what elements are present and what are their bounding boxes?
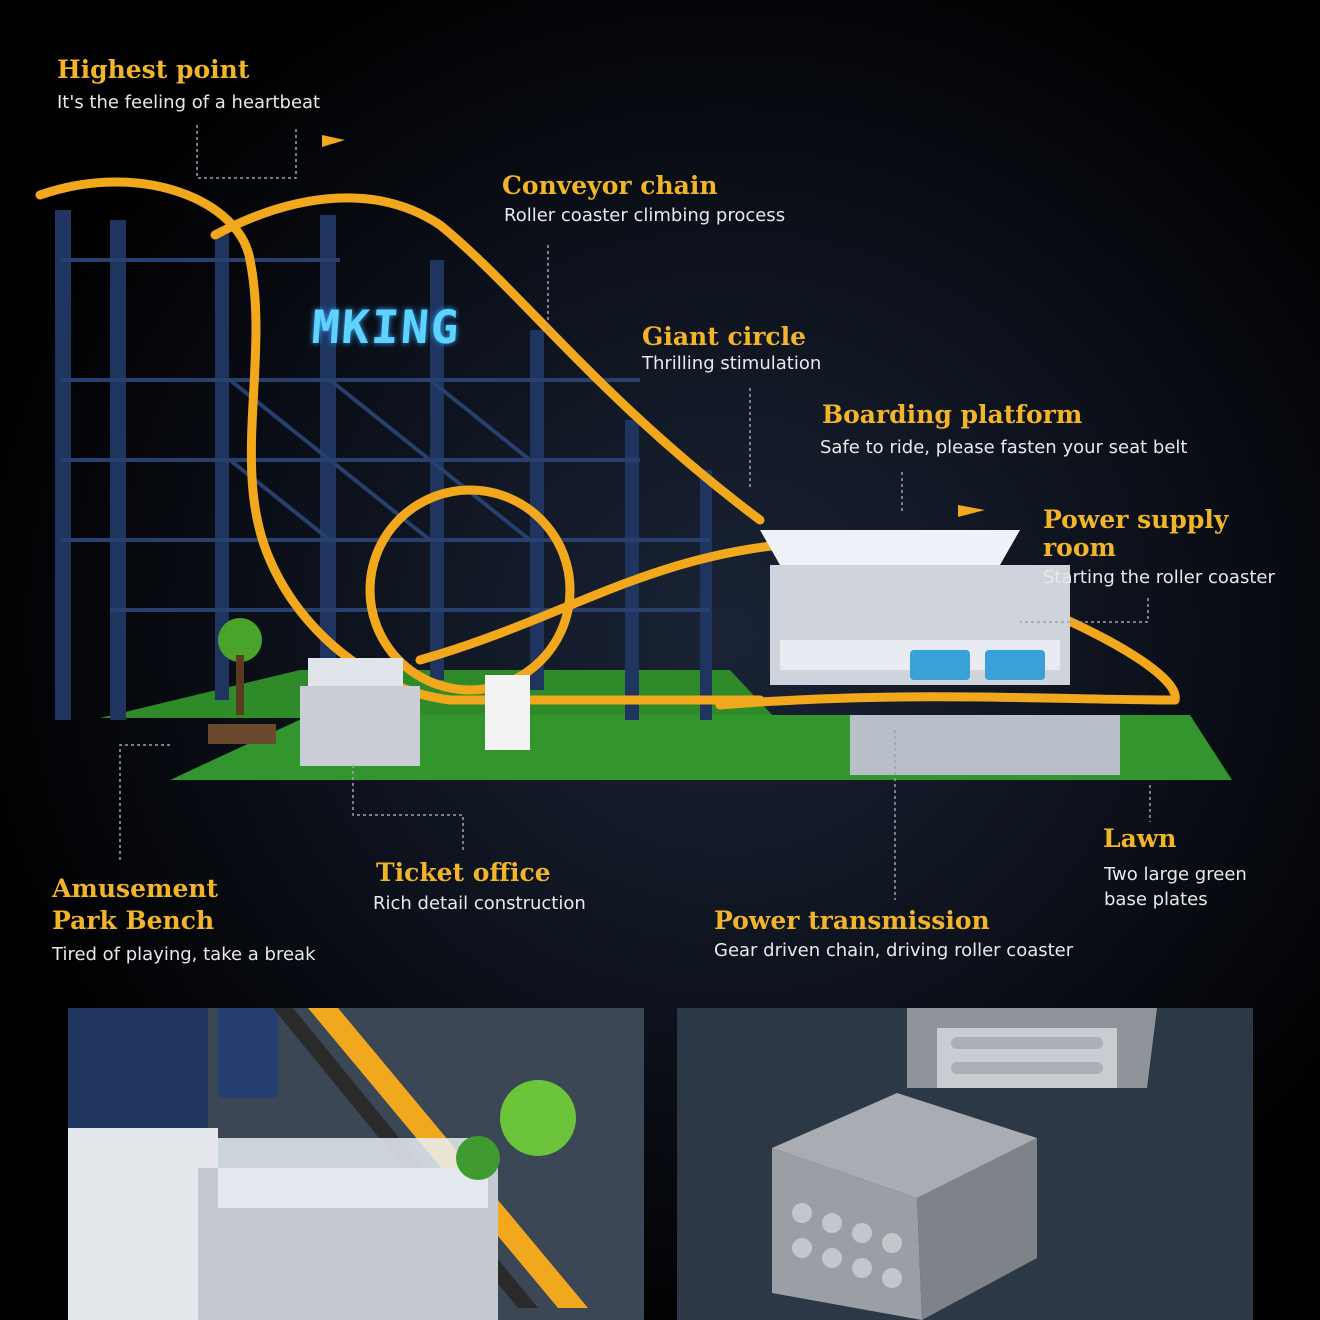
label-power-transmission-desc: Gear driven chain, driving roller coaste… [714, 940, 1074, 961]
label-bench-title-line1: Amusement [52, 874, 219, 903]
label-highest-point-desc: It's the feeling of a heartbeat [57, 92, 321, 113]
label-giant-circle-title: Giant circle [642, 322, 806, 351]
support-tower-frame [55, 210, 712, 720]
label-power-supply-title-line2: room [1043, 533, 1116, 562]
boarding-platform-building [760, 530, 1120, 775]
flag-icon [322, 135, 345, 147]
detail-photo-battery-box [677, 1008, 1253, 1320]
mking-sign: MKING [310, 300, 463, 354]
park-bench [208, 724, 276, 744]
ticket-office-building [300, 658, 530, 766]
label-power-supply-desc: Starting the roller coaster [1043, 567, 1275, 588]
label-power-transmission-title: Power transmission [714, 906, 990, 935]
coaster-track [35, 177, 1180, 710]
label-conveyor-chain-desc: Roller coaster climbing process [504, 205, 786, 226]
label-bench-desc: Tired of playing, take a break [52, 944, 316, 965]
label-boarding-platform-title: Boarding platform [822, 400, 1083, 429]
leader-lines [119, 125, 1151, 900]
label-lawn-desc-line1: Two large green [1104, 864, 1247, 885]
label-conveyor-chain-title: Conveyor chain [502, 171, 718, 200]
tree [218, 618, 262, 662]
detail-photo-platform-closeup [68, 1008, 644, 1320]
roller-coaster-model-illustration [35, 125, 1232, 900]
label-ticket-office-title: Ticket office [376, 858, 551, 887]
label-power-supply-title-line1: Power supply [1043, 505, 1229, 534]
label-giant-circle-desc: Thrilling stimulation [642, 353, 822, 374]
label-boarding-platform-desc: Safe to ride, please fasten your seat be… [820, 437, 1188, 458]
label-ticket-office-desc: Rich detail construction [373, 893, 586, 914]
label-highest-point-title: Highest point [57, 55, 250, 84]
label-lawn-desc-line2: base plates [1104, 889, 1208, 910]
flag-icon [958, 505, 985, 517]
label-lawn-title: Lawn [1103, 824, 1177, 853]
label-bench-title-line2: Park Bench [52, 906, 215, 935]
